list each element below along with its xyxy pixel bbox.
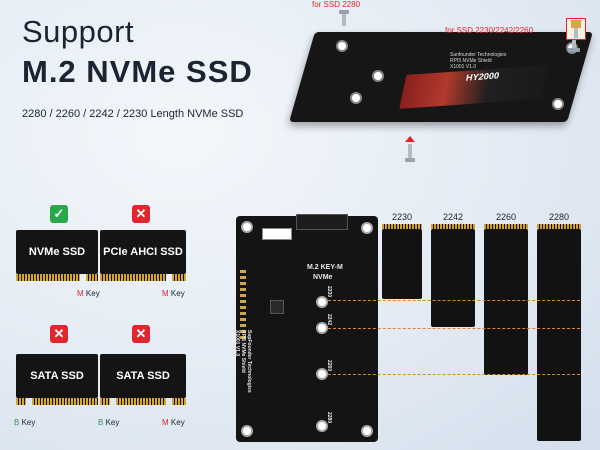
ssd-card-pcie-ahci: PCIe AHCI SSD — [100, 230, 186, 274]
ssd-pins — [100, 398, 110, 405]
ssd-pins — [16, 274, 80, 281]
ssd-2260 — [484, 229, 528, 375]
standoff-hole-2280 — [316, 420, 328, 432]
screw-icon — [568, 40, 580, 52]
screw-icon — [339, 10, 349, 26]
mark-2260: 2260 — [326, 360, 332, 372]
cross-icon: ✕ — [50, 325, 68, 343]
guide-line-2260 — [328, 374, 580, 375]
guide-line-2242 — [328, 328, 580, 329]
nvme-shield-board-top-view — [236, 216, 378, 442]
mark-2230: 2230 — [326, 286, 332, 298]
ssd-2242 — [431, 229, 475, 327]
page-title-line2: M.2 NVMe SSD — [22, 54, 253, 89]
ssd-card-label: SATA SSD — [116, 370, 170, 382]
bottom-board-silkscreen: SupFounder Technologies RPI5 NVMe Shield… — [234, 330, 252, 393]
ssd-2280 — [537, 229, 581, 441]
mount-hole — [241, 221, 253, 233]
mark-2280: 2280 — [326, 412, 332, 424]
standoff-hole-2260 — [316, 368, 328, 380]
ssd-card-label: SATA SSD — [30, 370, 84, 382]
callout-2280: for SSD 2280 — [312, 0, 361, 9]
mount-hole — [361, 222, 373, 234]
ssd-pins — [32, 398, 98, 405]
mount-hole — [361, 425, 373, 437]
ssd-card-sata-b: SATA SSD — [16, 354, 98, 398]
pcie-ffc-connector — [262, 228, 292, 240]
mount-hole — [372, 70, 384, 82]
callout-2230-2242-2260: for SSD 2230/2242/2260 — [445, 26, 534, 35]
standoff-hole-2242 — [316, 322, 328, 334]
board-silkscreen: Sunfounder Technologies RPI5 NVMe Shield… — [450, 52, 507, 70]
ssd-pins — [537, 224, 581, 229]
ssd-card-sata-bm: SATA SSD — [100, 354, 186, 398]
mount-hole — [552, 98, 564, 110]
slot-sub-label: NVMe — [313, 274, 333, 281]
standoff-hole-2230 — [316, 296, 328, 308]
screw-icon — [405, 136, 415, 162]
key-label: B Key — [14, 418, 36, 427]
mount-hole — [241, 425, 253, 437]
length-label-2260: 2260 — [495, 212, 517, 222]
ssd-pins — [116, 398, 166, 405]
ssd-pins — [172, 274, 186, 281]
ssd-pins — [100, 274, 166, 281]
length-label-2230: 2230 — [391, 212, 413, 222]
key-label-m: M Key — [162, 418, 185, 427]
cross-icon: ✕ — [132, 325, 150, 343]
standoff-icon — [571, 20, 581, 38]
ssd-pins — [431, 224, 475, 229]
gpio-pads — [240, 270, 246, 340]
ssd-card-label: PCIe AHCI SSD — [103, 246, 183, 258]
ssd-2230 — [382, 229, 422, 299]
key-label: M Key — [162, 289, 185, 298]
length-label-2242: 2242 — [442, 212, 464, 222]
page-title-line1: Support — [22, 14, 135, 49]
ssd-card-nvme: NVMe SSD — [16, 230, 98, 274]
chip — [270, 300, 284, 314]
ssd-card-label: NVMe SSD — [28, 246, 86, 258]
key-label-b: B Key — [98, 418, 120, 427]
key-label: M Key — [77, 289, 100, 298]
ssd-pins — [86, 274, 98, 281]
m2-connector — [296, 214, 348, 230]
check-icon: ✓ — [50, 205, 68, 223]
mark-2242: 2242 — [326, 314, 332, 326]
slot-label: M.2 KEY-M — [307, 264, 343, 271]
ssd-pins — [484, 224, 528, 229]
ssd-pins — [16, 398, 26, 405]
length-label-2280: 2280 — [548, 212, 570, 222]
mount-hole — [350, 92, 362, 104]
mount-hole — [336, 40, 348, 52]
page-subtitle: 2280 / 2260 / 2242 / 2230 Length NVMe SS… — [22, 108, 244, 120]
ssd-pins — [172, 398, 186, 405]
guide-line-2230 — [328, 300, 580, 301]
cross-icon: ✕ — [132, 205, 150, 223]
ssd-pins — [382, 224, 422, 229]
